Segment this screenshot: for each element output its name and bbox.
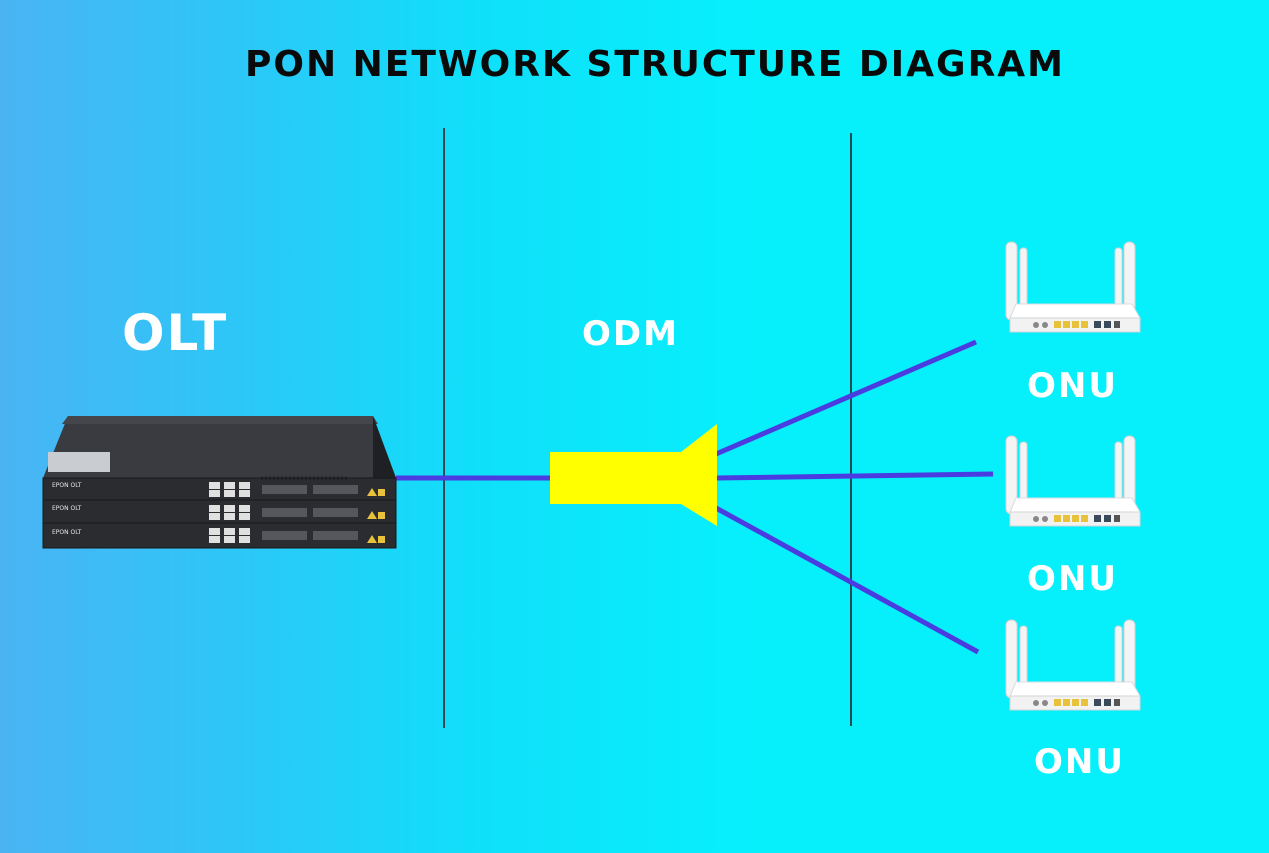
olt-chassis-icon: EPON OLT EPON OLT EPON OLT xyxy=(42,416,397,549)
svg-text:EPON OLT: EPON OLT xyxy=(52,529,82,536)
router-icon xyxy=(1005,435,1141,527)
fiber-splitter-to-onu-2 xyxy=(715,471,994,481)
onu-label-1: ONU xyxy=(1027,366,1118,406)
page-title: PON NETWORK STRUCTURE DIAGRAM xyxy=(245,44,1065,85)
fiber-splitter-to-onu-1 xyxy=(715,339,977,457)
splitter-icon xyxy=(550,424,717,526)
onu-label-3: ONU xyxy=(1034,742,1125,782)
svg-text:EPON OLT: EPON OLT xyxy=(52,482,82,489)
fiber-splitter-to-onu-3 xyxy=(714,505,980,655)
svg-text:EPON OLT: EPON OLT xyxy=(52,505,82,512)
odm-label: ODM xyxy=(582,314,679,354)
router-icon xyxy=(1005,619,1141,711)
router-icon xyxy=(1005,241,1141,333)
onu-label-2: ONU xyxy=(1027,559,1118,599)
olt-label: OLT xyxy=(122,304,229,362)
